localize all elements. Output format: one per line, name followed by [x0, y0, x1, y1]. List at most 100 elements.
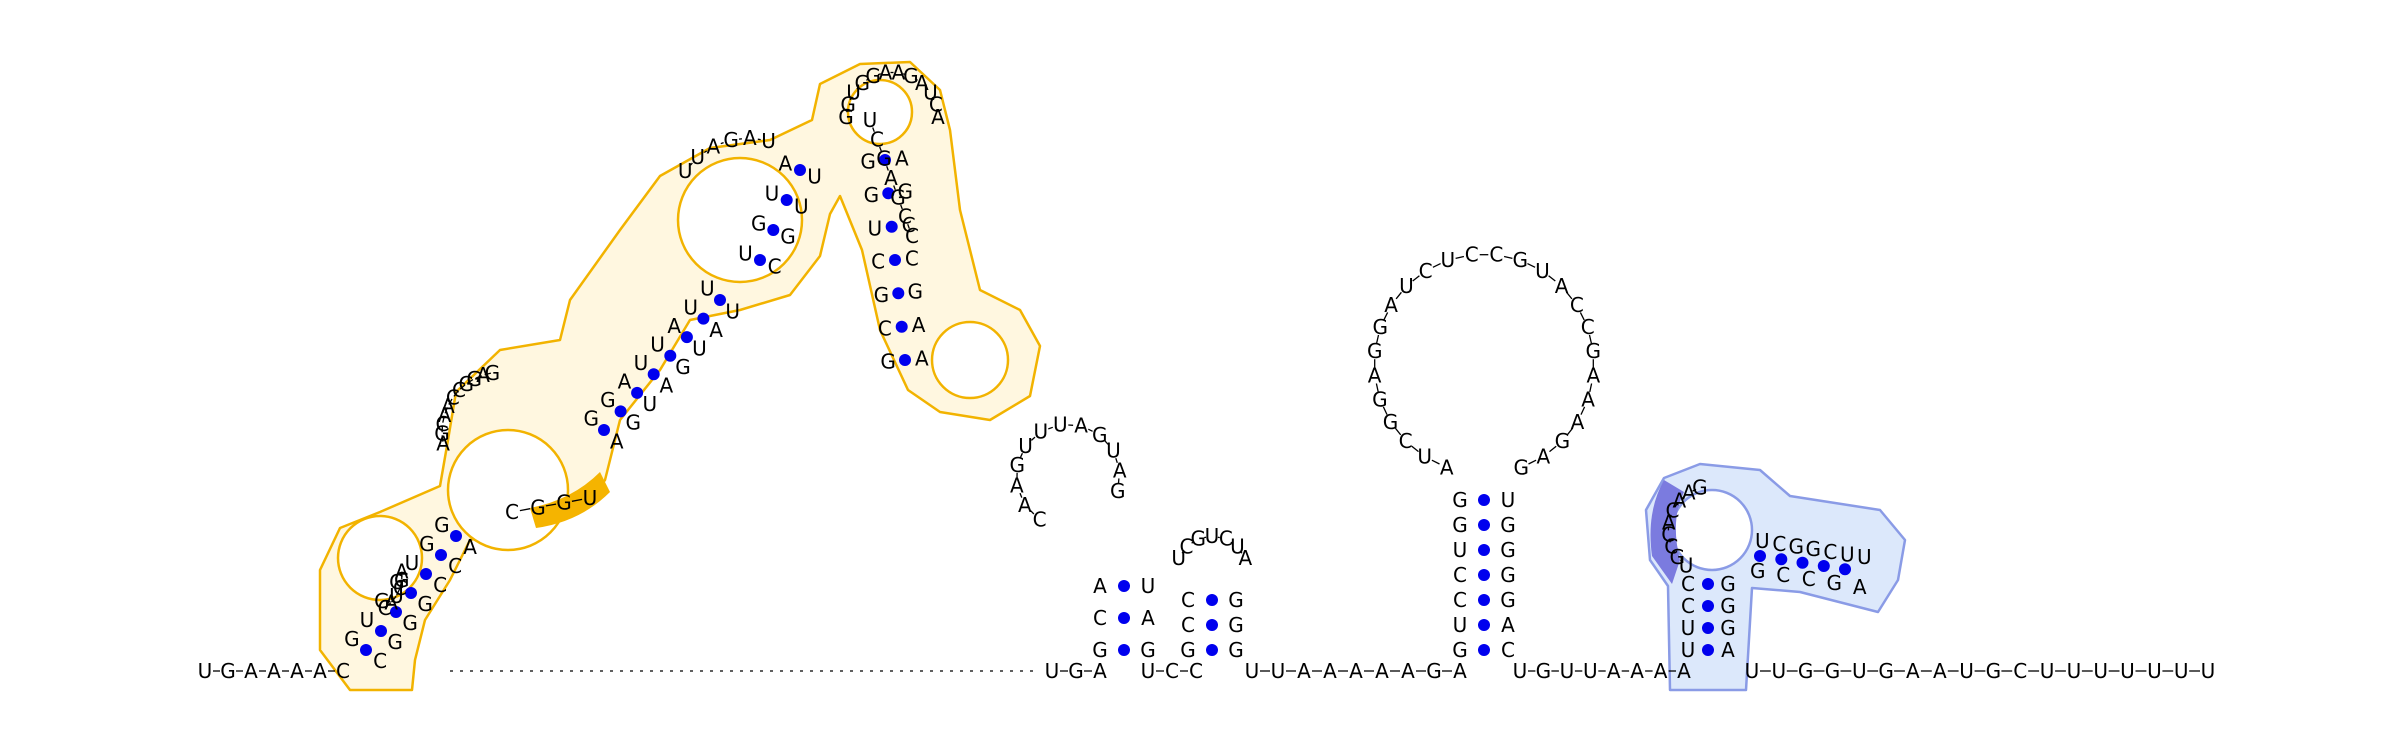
big-hairpin-loop: C	[1581, 315, 1595, 339]
three-prime-tail: U	[2120, 659, 2135, 683]
stem-b-right: C	[878, 316, 892, 340]
small-hairpin-1-stem-pair-dot	[1118, 644, 1130, 656]
linker-3: A	[1630, 659, 1644, 683]
stem-a-loop: U	[761, 129, 776, 153]
helix-2-pair-dot	[598, 424, 610, 436]
pseudoknot-inner-stem-right: C	[1772, 532, 1786, 556]
linker-3: U	[1560, 659, 1575, 683]
pseudoknot-inner-stem-right: U	[1755, 529, 1770, 553]
three-prime-tail: U	[1771, 659, 1786, 683]
bulge-1-5: C	[505, 500, 519, 524]
stem-a-pair-dot	[754, 254, 766, 266]
big-hairpin-stem-left: G	[1500, 513, 1516, 537]
linker-3: A	[1607, 659, 1621, 683]
five-prime-strand: A	[313, 659, 327, 683]
stem-b-left: G	[897, 180, 913, 204]
bulge-1-5: G	[530, 495, 546, 519]
three-prime-tail: U	[2147, 659, 2162, 683]
helix-1-left: G	[387, 630, 403, 654]
helix-2-pair-dot	[681, 331, 693, 343]
small-hairpin-1-loop: C	[1033, 508, 1047, 532]
helix-1-pair-dot	[420, 568, 432, 580]
small-hairpin-2-stem-left: G	[1228, 588, 1244, 612]
stem-a-loop: U	[690, 145, 705, 169]
big-hairpin-loop: U	[1399, 274, 1414, 298]
helix-1-right: G	[344, 627, 360, 651]
small-hairpin-1-loop: U	[1018, 434, 1033, 458]
stem-b-pair-dot	[889, 254, 901, 266]
big-hairpin-stem-pair-dot	[1478, 519, 1490, 531]
helix-1-left: G	[402, 611, 418, 635]
helix-2-left: U	[692, 337, 707, 361]
pseudoknot-stem-pair-dot	[1702, 600, 1714, 612]
small-hairpin-1-stem-left: A	[1141, 606, 1155, 630]
small-hairpin-2-stem-pair-dot	[1206, 594, 1218, 606]
three-prime-tail: G	[1825, 659, 1841, 683]
big-hairpin-stem-left: U	[1501, 488, 1516, 512]
three-prime-tail: U	[1745, 659, 1760, 683]
stem-b-left: A	[895, 146, 909, 170]
backbone-segment	[1432, 460, 1440, 464]
three-prime-tail: A	[1906, 659, 1920, 683]
helix-1-left: C	[373, 649, 387, 673]
big-hairpin-loop: A	[1571, 410, 1585, 434]
stem-b-pair-dot	[899, 354, 911, 366]
big-hairpin-stem-pair-dot	[1478, 569, 1490, 581]
helix-2-left: A	[660, 374, 674, 398]
big-hairpin-stem-pair-dot	[1478, 494, 1490, 506]
pseudoknot-inner-stem-left: G	[1750, 559, 1766, 583]
backbone-segment	[1456, 257, 1464, 259]
helix-2-right: U	[683, 295, 698, 319]
five-prime-strand: C	[336, 659, 350, 683]
linker-3: U	[1513, 659, 1528, 683]
pseudoknot-stem-left: G	[1720, 594, 1736, 618]
big-hairpin-loop: A	[1555, 274, 1569, 298]
linker-2: G	[1426, 659, 1442, 683]
big-hairpin-loop: A	[1581, 388, 1595, 412]
three-prime-tail: U	[2067, 659, 2082, 683]
stem-a-right: A	[779, 152, 793, 176]
linker-2: A	[1375, 659, 1389, 683]
orange-loop-hole	[932, 322, 1008, 398]
big-hairpin-stem-left: A	[1501, 613, 1515, 637]
three-prime-tail: G	[1878, 659, 1894, 683]
pseudoknot-stem-right: U	[1681, 638, 1696, 662]
small-hairpin-2-stem-pair-dot	[1206, 619, 1218, 631]
small-hairpin-1-loop: A	[1074, 414, 1088, 438]
big-hairpin-loop: G	[1383, 410, 1399, 434]
linker-2: A	[1297, 659, 1311, 683]
stem-b-left: A	[915, 346, 929, 370]
pseudoknot-stem-left: G	[1720, 616, 1736, 640]
linker-3: U	[1583, 659, 1598, 683]
stem-a-loop: G	[723, 128, 739, 152]
stem-b-right: G	[880, 350, 896, 374]
stem-a-pair-dot	[767, 224, 779, 236]
three-prime-tail: U	[1959, 659, 1974, 683]
helix-1-pair-dot	[450, 530, 462, 542]
helix-1-right: G	[434, 513, 450, 537]
linker-2: A	[1453, 659, 1467, 683]
five-prime-strand: G	[220, 659, 236, 683]
big-hairpin-stem-right: G	[1452, 488, 1468, 512]
big-hairpin-loop: C	[1489, 243, 1503, 267]
big-hairpin-loop: C	[1570, 293, 1584, 317]
small-hairpin-2-loop: G	[1190, 527, 1206, 551]
small-hairpin-2-stem-right: C	[1181, 588, 1195, 612]
pseudoknot-inner-stem-left: C	[1776, 563, 1790, 587]
linker-2: U	[1271, 659, 1286, 683]
big-hairpin-stem-pair-dot	[1478, 594, 1490, 606]
small-hairpin-2-loop: U	[1205, 524, 1220, 548]
stem-b-right: G	[874, 283, 890, 307]
big-hairpin-stem-right: C	[1453, 563, 1467, 587]
pseudoknot-stem-pair-dot	[1702, 622, 1714, 634]
big-hairpin-loop: C	[1465, 243, 1479, 267]
pseudoknot-inner-stem-left: G	[1826, 571, 1842, 595]
backbone-segment	[1529, 460, 1537, 464]
five-prime-strand: A	[267, 659, 281, 683]
stem-a-left: U	[794, 195, 809, 219]
three-prime-tail: U	[1852, 659, 1867, 683]
helix-1-left: A	[463, 535, 477, 559]
three-prime-tail: G	[1798, 659, 1814, 683]
small-hairpin-2-stem-left: G	[1228, 638, 1244, 662]
